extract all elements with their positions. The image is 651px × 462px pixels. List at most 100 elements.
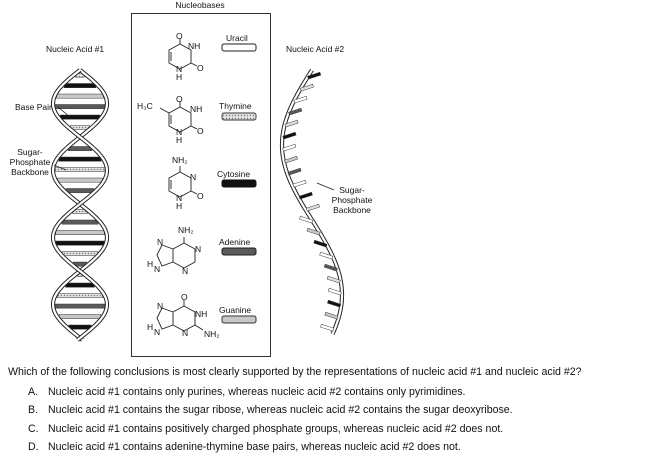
rna-base-tick bbox=[287, 167, 302, 176]
thymine-o-right: O bbox=[197, 126, 204, 136]
rna-base-tick bbox=[284, 119, 299, 128]
adenine-label: Adenine bbox=[219, 237, 251, 247]
question-text: Which of the following conclusions is mo… bbox=[8, 366, 582, 378]
cytosine-label: Cytosine bbox=[217, 169, 251, 179]
guanine-n-left-top: N bbox=[157, 301, 164, 311]
rna-base-tick bbox=[323, 263, 338, 272]
base-pair-rung bbox=[55, 230, 105, 235]
adenine-n-right: N bbox=[195, 244, 202, 254]
structure-guanine bbox=[156, 300, 204, 332]
adenine-n-bottom: N bbox=[182, 266, 189, 276]
nucleobases-title: Nucleobases bbox=[175, 0, 225, 10]
backbone-label-left-3: Backbone bbox=[11, 167, 49, 177]
nucleic-acid-1-label: Nucleic Acid #1 bbox=[46, 44, 105, 54]
backbone-label-left-2: Phosphate bbox=[9, 157, 51, 167]
base-pair-rung bbox=[65, 282, 95, 288]
thymine-ch3: H₃C bbox=[137, 101, 153, 111]
cytosine-o: O bbox=[197, 191, 204, 201]
rna-base-tick bbox=[288, 107, 303, 116]
structure-cytosine bbox=[168, 166, 198, 198]
answer-option-b[interactable]: B. Nucleic acid #1 contains the sugar rib… bbox=[28, 404, 513, 416]
rna-backbone-fill bbox=[280, 69, 344, 335]
guanine-nh: NH bbox=[195, 309, 208, 319]
base-pair-pointer bbox=[57, 106, 71, 118]
base-pair-rung bbox=[61, 251, 99, 256]
base-pair-rung bbox=[56, 93, 104, 99]
answer-option-a[interactable]: A. Nucleic acid #1 contains only purines,… bbox=[28, 386, 466, 398]
option-letter: C. bbox=[28, 423, 39, 435]
backbone-label-right-1: Sugar- bbox=[339, 185, 365, 195]
backbone-label-left-1: Sugar- bbox=[17, 147, 43, 157]
backbone-label-right-3: Backbone bbox=[333, 205, 371, 215]
rna-base-tick bbox=[327, 287, 342, 296]
uracil-o-right: O bbox=[197, 63, 204, 73]
rna-base-tick bbox=[320, 323, 335, 332]
option-text: Nucleic acid #1 contains adenine-thymine… bbox=[48, 441, 461, 453]
rna-base-tick bbox=[284, 155, 298, 164]
uracil-o-top: O bbox=[176, 31, 183, 41]
rna-base-tick bbox=[305, 203, 320, 212]
guanine-h: H bbox=[147, 322, 154, 332]
rna-base-tick bbox=[307, 71, 322, 80]
guanine-label: Guanine bbox=[219, 305, 252, 315]
base-pair-rung bbox=[63, 83, 97, 88]
answer-option-c[interactable]: C. Nucleic acid #1 contains positively ch… bbox=[28, 423, 503, 435]
nucleobases-panel bbox=[131, 13, 271, 357]
rna-base-tick bbox=[299, 83, 314, 92]
rna-base-tick bbox=[292, 179, 307, 188]
base-pair-label: Base Pair bbox=[15, 102, 52, 112]
option-text: Nucleic acid #1 contains only purines, w… bbox=[48, 386, 466, 398]
thymine-n: N bbox=[176, 127, 183, 137]
dna-double-helix bbox=[50, 68, 110, 342]
guanine-swatch bbox=[221, 315, 257, 324]
uracil-h: H bbox=[176, 72, 183, 82]
base-pair-rung bbox=[55, 240, 105, 246]
structure-adenine bbox=[156, 237, 196, 269]
answer-option-d[interactable]: D. Nucleic acid #1 contains adenine-thymi… bbox=[28, 441, 461, 453]
base-pair-rung bbox=[61, 219, 99, 225]
base-pair-rung bbox=[57, 293, 103, 298]
cytosine-n-bottom: N bbox=[176, 193, 183, 203]
thymine-o-top: O bbox=[176, 94, 183, 104]
legend-swatches bbox=[221, 43, 257, 324]
structure-thymine bbox=[159, 101, 198, 133]
backbone-label-right-2: Phosphate bbox=[331, 195, 373, 205]
thymine-label: Thymine bbox=[219, 101, 252, 111]
rna-base-tick bbox=[282, 131, 297, 140]
nucleic-acid-2-label: Nucleic Acid #2 bbox=[286, 44, 345, 54]
rna-single-strand bbox=[279, 68, 345, 335]
option-text: Nucleic acid #1 contains positively char… bbox=[48, 423, 504, 435]
rna-base-tick bbox=[299, 215, 314, 224]
structure-uracil bbox=[168, 38, 198, 70]
base-pair-rung bbox=[57, 177, 103, 183]
base-pair-rung bbox=[59, 114, 101, 120]
option-letter: A. bbox=[28, 386, 39, 398]
base-pair-rung bbox=[55, 104, 105, 109]
adenine-n-left-bottom: N bbox=[154, 264, 161, 274]
base-pair-rung bbox=[54, 303, 106, 309]
figure-graphics bbox=[50, 38, 345, 342]
rna-base-tick bbox=[282, 143, 297, 152]
cytosine-swatch bbox=[221, 179, 257, 188]
adenine-nh2: NH₂ bbox=[178, 225, 194, 235]
option-letter: D. bbox=[28, 441, 39, 453]
rna-base-tick bbox=[319, 251, 334, 260]
uracil-n: N bbox=[176, 64, 183, 74]
uracil-swatch bbox=[221, 43, 257, 52]
strand-b-fill bbox=[51, 69, 109, 341]
thymine-nh: NH bbox=[190, 104, 203, 114]
guanine-nh2: NH₂ bbox=[204, 329, 220, 339]
rna-base-tick bbox=[327, 299, 342, 308]
cytosine-nh2: NH₂ bbox=[172, 155, 188, 165]
guanine-n-left-bottom: N bbox=[154, 327, 161, 337]
base-pair-rung bbox=[58, 156, 102, 162]
option-letter: B. bbox=[28, 404, 39, 416]
rna-base-tick bbox=[313, 239, 328, 248]
option-text: Nucleic acid #1 contains the sugar ribos… bbox=[48, 404, 513, 416]
adenine-swatch bbox=[221, 247, 257, 256]
guanine-o: O bbox=[181, 292, 188, 302]
rna-base-tick bbox=[293, 95, 308, 104]
base-pair-rung bbox=[58, 314, 102, 319]
rna-base-tick bbox=[298, 191, 313, 200]
thymine-h: H bbox=[176, 135, 183, 145]
